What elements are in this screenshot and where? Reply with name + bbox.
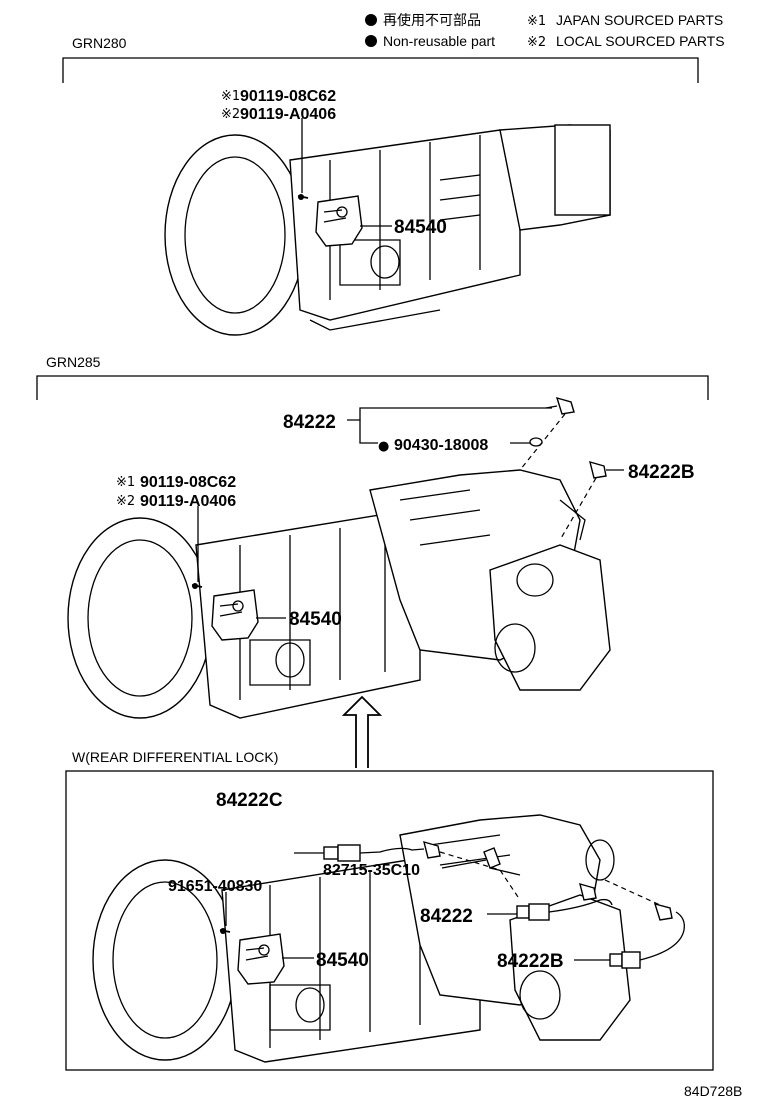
part-number[interactable]: 90119-A0406 — [240, 106, 336, 123]
part-number[interactable]: 90430-18008 — [394, 437, 488, 454]
dashed-guide — [519, 413, 566, 471]
connector-icon — [621, 951, 641, 969]
part-number[interactable]: 91651-40830 — [168, 878, 262, 895]
up-arrow-icon — [341, 695, 383, 768]
legend-note2-mark: ※2 — [527, 35, 546, 50]
bolt-head — [220, 928, 226, 934]
neutral-switch-assembly — [297, 118, 392, 247]
section-label-rear-diff-lock: W(REAR DIFFERENTIAL LOCK) — [72, 749, 278, 765]
legend-note2-text: LOCAL SOURCED PARTS — [556, 33, 725, 49]
section-label-grn280: GRN280 — [72, 35, 127, 51]
part-mark: ※1 — [116, 475, 135, 490]
section-label-grn285: GRN285 — [46, 354, 101, 370]
part-number[interactable]: 84222 — [283, 412, 336, 433]
part-number[interactable]: 84222C — [216, 790, 283, 811]
switch-84222b-harness — [574, 879, 685, 969]
switch-icon — [653, 902, 673, 921]
section-grn280: GRN280 ※1 90119-08C62 ※2 90 — [62, 35, 699, 336]
section-rear-diff-lock: W(REAR DIFFERENTIAL LOCK) — [65, 749, 714, 1071]
part-mark: ※2 — [116, 494, 135, 509]
clamp-icon — [483, 847, 501, 869]
section-frame — [65, 770, 714, 1071]
neutral-switch-assembly — [219, 892, 314, 985]
non-reusable-mark: ● — [378, 439, 389, 454]
section-bracket — [62, 57, 699, 83]
leader-line — [441, 859, 487, 869]
part-number[interactable]: 84540 — [316, 950, 369, 971]
legend: 再使用不可部品 Non-reusable part ※1 JAPAN SOURC… — [365, 12, 725, 50]
section-grn285: GRN285 — [36, 354, 709, 719]
part-number[interactable]: 90119-08C62 — [140, 474, 236, 491]
leader-line — [359, 420, 378, 444]
neutral-start-switch — [315, 195, 363, 247]
switch-icon — [579, 882, 597, 901]
non-reusable-bullet-icon — [365, 35, 377, 47]
part-number[interactable]: 84222B — [497, 951, 564, 972]
transfer-switch-b — [589, 460, 607, 479]
part-number[interactable]: 90119-08C62 — [240, 88, 336, 105]
transmission-illustration — [67, 469, 611, 719]
part-number[interactable]: 90119-A0406 — [140, 493, 236, 510]
wire-clamp-82715 — [441, 847, 521, 876]
neutral-start-switch — [211, 589, 259, 641]
non-reusable-bullet-icon — [365, 14, 377, 26]
neutral-switch-assembly — [191, 506, 286, 641]
connector-icon — [609, 953, 623, 967]
switch-84222-assembly — [347, 396, 575, 471]
legend-non-reusable-jp: 再使用不可部品 — [383, 12, 481, 28]
dashed-guide — [439, 851, 521, 901]
part-mark: ※1 — [221, 89, 240, 104]
neutral-start-switch — [237, 933, 285, 985]
part-number[interactable]: 82715-35C10 — [323, 862, 420, 879]
connector-icon — [323, 846, 339, 860]
dashed-guide — [604, 879, 661, 906]
diff-lock-switch-84222c — [294, 840, 521, 901]
dashed-guide — [559, 477, 597, 541]
legend-note1-text: JAPAN SOURCED PARTS — [556, 12, 723, 28]
bolt-head — [298, 194, 304, 200]
part-mark: ※2 — [221, 107, 240, 122]
part-number[interactable]: 84540 — [394, 217, 447, 238]
switch-icon — [423, 840, 441, 859]
connector-icon — [528, 903, 550, 921]
connector-icon — [516, 905, 530, 919]
legend-non-reusable-en: Non-reusable part — [383, 33, 495, 49]
transmission-illustration — [92, 814, 631, 1063]
section-bracket — [36, 375, 709, 400]
legend-note1-mark: ※1 — [527, 14, 546, 29]
figure-code: 84D728B — [684, 1083, 742, 1099]
leader-line — [347, 407, 552, 421]
part-number[interactable]: 84222 — [420, 906, 473, 927]
transmission-illustration — [164, 124, 611, 336]
part-number[interactable]: 84222B — [628, 462, 695, 483]
part-number[interactable]: 84540 — [289, 609, 342, 630]
transfer-switch — [555, 396, 575, 415]
bolt-head — [192, 583, 198, 589]
connector-icon — [337, 844, 361, 862]
switch-84222-harness — [487, 882, 613, 921]
switch-84222b-assembly — [559, 460, 624, 541]
